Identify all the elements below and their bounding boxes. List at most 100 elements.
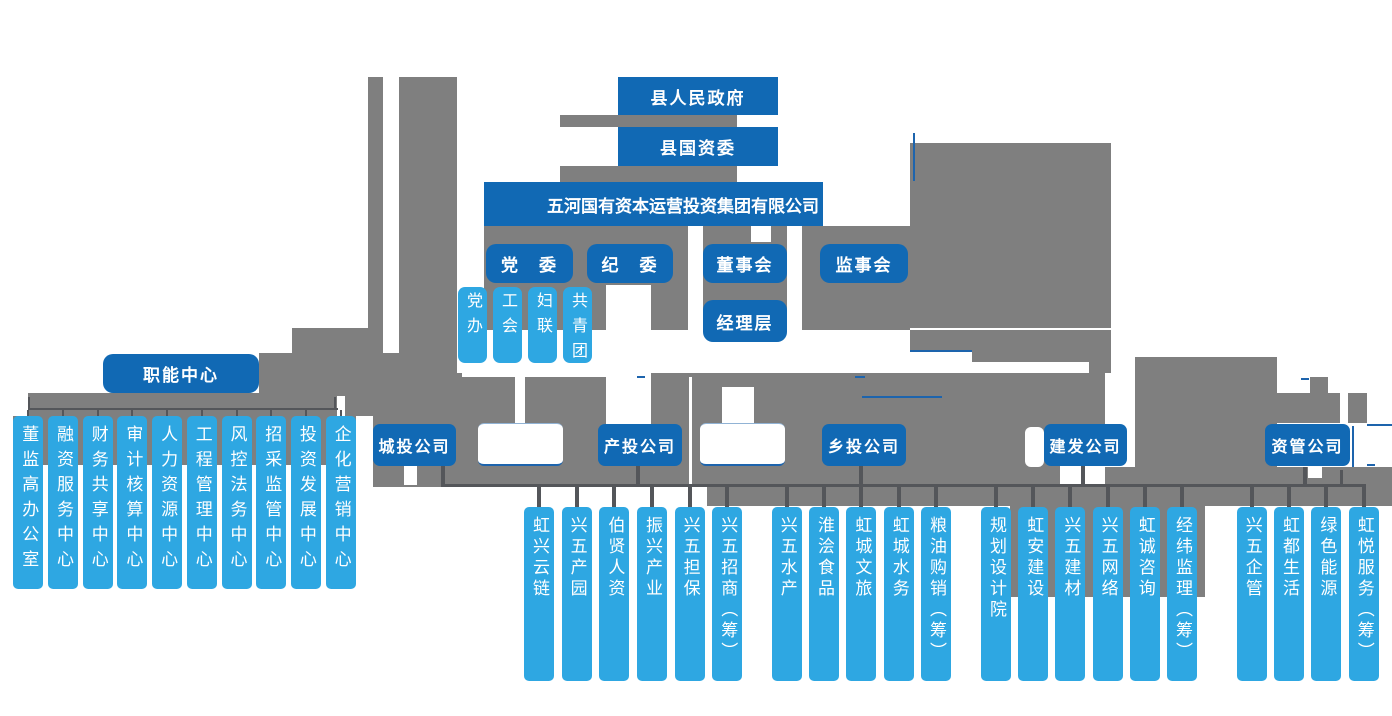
connector-tick <box>27 410 30 416</box>
org-node-subsidiary: 虹城水务 <box>883 507 914 681</box>
connector-tick <box>270 410 273 416</box>
connector-tick <box>612 487 617 507</box>
connector-tick <box>896 487 901 507</box>
connector-line <box>1340 470 1343 485</box>
org-node-governance: 监事会 <box>820 244 908 283</box>
org-node-subsidiary: 绿色能源 <box>1311 507 1342 681</box>
org-node-subsidiary: 兴五担保 <box>674 507 705 681</box>
connector-line-blue <box>1301 378 1309 380</box>
org-node-subsidiary: 虹兴云链 <box>524 507 554 681</box>
gray-backdrop-rect <box>1277 393 1340 423</box>
connector-tick <box>1287 487 1292 507</box>
connector-line-blue <box>1367 424 1392 426</box>
connector-tick <box>649 487 654 507</box>
org-node-group-company: 五河国有资本运营投资集团有限公司 <box>484 182 823 226</box>
white-cutout-rect <box>688 227 703 330</box>
org-node-functional-center: 职能中心 <box>103 354 259 393</box>
org-node-governance: 纪 委 <box>587 244 673 283</box>
connector-tick <box>304 410 307 416</box>
org-node-subsidiary: 兴五产园 <box>561 507 592 681</box>
connector-tick <box>822 487 827 507</box>
org-node-subsidiary: 振兴产业 <box>636 507 667 681</box>
org-node-party-org: 党办 <box>458 287 487 363</box>
connector-tick <box>574 487 579 507</box>
connector-line <box>334 397 336 408</box>
connector-tick <box>1142 487 1147 507</box>
connector-line <box>441 466 445 485</box>
connector-tick <box>994 487 998 507</box>
connector-line <box>28 397 30 408</box>
white-cutout-rect <box>910 328 1111 330</box>
gray-backdrop-rect <box>1310 377 1328 393</box>
placeholder-box <box>1025 427 1044 467</box>
white-cutout-rect <box>689 377 692 485</box>
connector-tick <box>96 410 99 416</box>
org-node-functional-dept: 企化营销中心 <box>325 416 356 589</box>
org-node-functional-dept: 投资发展中心 <box>290 416 321 589</box>
connector-tick <box>859 487 864 507</box>
connector-tick <box>200 410 203 416</box>
gray-backdrop-rect <box>1348 393 1367 423</box>
white-cutout-rect <box>751 226 771 242</box>
gray-backdrop-rect <box>1135 357 1277 375</box>
org-node-company: 资管公司 <box>1265 424 1350 466</box>
org-node-subsidiary: 规划设计院 <box>981 507 1011 681</box>
white-cutout-rect <box>722 387 754 423</box>
gray-backdrop-rect <box>399 77 457 353</box>
connector-tick <box>1031 487 1036 507</box>
org-node-governance: 党 委 <box>486 244 573 283</box>
org-node-management: 经理层 <box>703 300 787 342</box>
gray-backdrop-rect <box>560 115 737 127</box>
org-node-company: 建发公司 <box>1044 424 1127 466</box>
connector-tick <box>1324 487 1329 507</box>
org-node-functional-dept: 财务共享中心 <box>82 416 113 589</box>
org-node-subsidiary: 经纬监理（筹） <box>1167 507 1197 681</box>
placeholder-box <box>700 423 785 466</box>
org-node-functional-dept: 董监高办公室 <box>13 416 44 589</box>
org-node-sasac: 县国资委 <box>618 127 778 166</box>
org-node-functional-dept: 招采监管中心 <box>256 416 287 589</box>
connector-line <box>1081 466 1085 485</box>
org-node-company: 城投公司 <box>373 424 456 466</box>
white-cutout-rect <box>910 352 972 373</box>
connector-tick <box>934 487 939 507</box>
connector-line-blue <box>1367 464 1375 466</box>
white-cutout-rect <box>606 285 651 425</box>
org-node-functional-dept: 融资服务中心 <box>48 416 78 589</box>
org-node-governance: 董事会 <box>703 244 787 283</box>
gray-backdrop-rect <box>28 393 337 416</box>
org-node-company: 产投公司 <box>598 424 682 466</box>
gray-backdrop-rect <box>707 487 1392 506</box>
connector-tick <box>1180 487 1184 507</box>
connector-line <box>636 466 640 485</box>
org-node-subsidiary: 虹城文旅 <box>846 507 877 681</box>
gray-backdrop-rect <box>910 143 1111 328</box>
connector-tick <box>166 410 169 416</box>
connector-tick <box>784 487 789 507</box>
connector-tick <box>725 487 730 507</box>
connector-tick <box>1249 487 1254 507</box>
org-node-functional-dept: 工程管理中心 <box>186 416 217 589</box>
white-cutout-rect <box>515 377 525 423</box>
connector-tick <box>339 410 342 416</box>
connector-line-blue <box>862 396 942 398</box>
connector-line <box>859 466 863 485</box>
connector-tick <box>1068 487 1073 507</box>
org-node-subsidiary: 粮油购销（筹） <box>921 507 952 681</box>
org-node-subsidiary: 兴五招商（筹） <box>712 507 743 681</box>
white-cutout-rect <box>404 466 417 485</box>
org-node-functional-dept: 人力资源中心 <box>152 416 183 589</box>
org-node-subsidiary: 虹诚咨询 <box>1129 507 1160 681</box>
placeholder-box <box>478 423 563 466</box>
org-node-subsidiary: 兴五建材 <box>1055 507 1086 681</box>
org-node-subsidiary: 兴五企管 <box>1236 507 1267 681</box>
connector-line-blue <box>910 350 972 352</box>
org-node-government: 县人民政府 <box>618 77 778 115</box>
org-node-subsidiary: 虹都生活 <box>1274 507 1305 681</box>
org-node-party-org: 妇联 <box>528 287 557 363</box>
connector-tick <box>62 410 64 416</box>
connector-tick <box>235 410 238 416</box>
org-node-subsidiary: 兴五网络 <box>1092 507 1123 681</box>
connector-tick <box>687 487 692 507</box>
